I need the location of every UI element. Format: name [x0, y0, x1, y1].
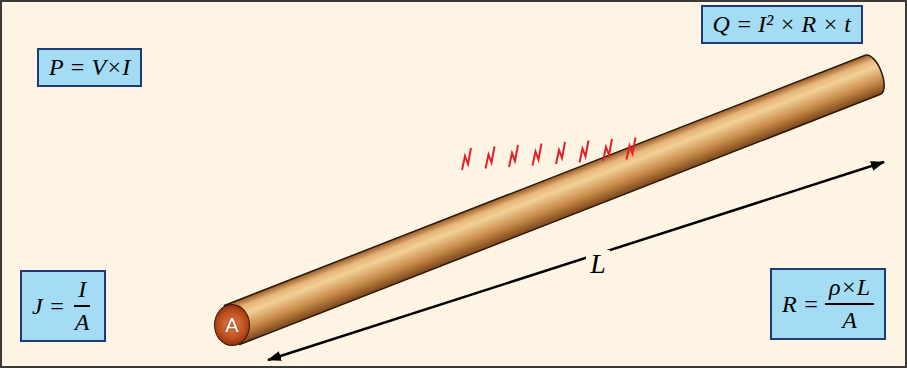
formula-lhs: J =	[32, 293, 65, 320]
formula-lhs: R =	[782, 291, 819, 318]
formula-text: P = V×I	[49, 54, 130, 81]
area-symbol: A	[225, 314, 238, 337]
denominator: A	[71, 307, 94, 336]
heat-mark	[462, 148, 471, 170]
conductor-cylinder	[224, 52, 889, 345]
heat-mark	[580, 141, 589, 163]
numerator: I	[74, 276, 90, 307]
heat-marks	[462, 138, 636, 171]
fraction: ρ×LA	[825, 274, 874, 334]
denominator: A	[838, 305, 861, 334]
heat-mark	[556, 142, 565, 164]
heat-mark	[509, 145, 518, 167]
formula-box: R =ρ×LA	[770, 268, 886, 340]
formula-box: P = V×I	[37, 48, 142, 87]
heat-mark	[486, 147, 495, 169]
cross-section: A	[214, 304, 250, 346]
numerator: ρ×L	[825, 274, 874, 305]
heat-mark	[533, 144, 542, 166]
formula-box: Q = I² × R × t	[701, 5, 863, 44]
heat-mark	[627, 138, 636, 160]
formula-box: J =IA	[20, 270, 106, 342]
length-label: L	[586, 250, 610, 278]
formula-text: Q = I² × R × t	[713, 11, 851, 38]
heat-mark	[603, 139, 612, 161]
fraction: IA	[71, 276, 94, 336]
